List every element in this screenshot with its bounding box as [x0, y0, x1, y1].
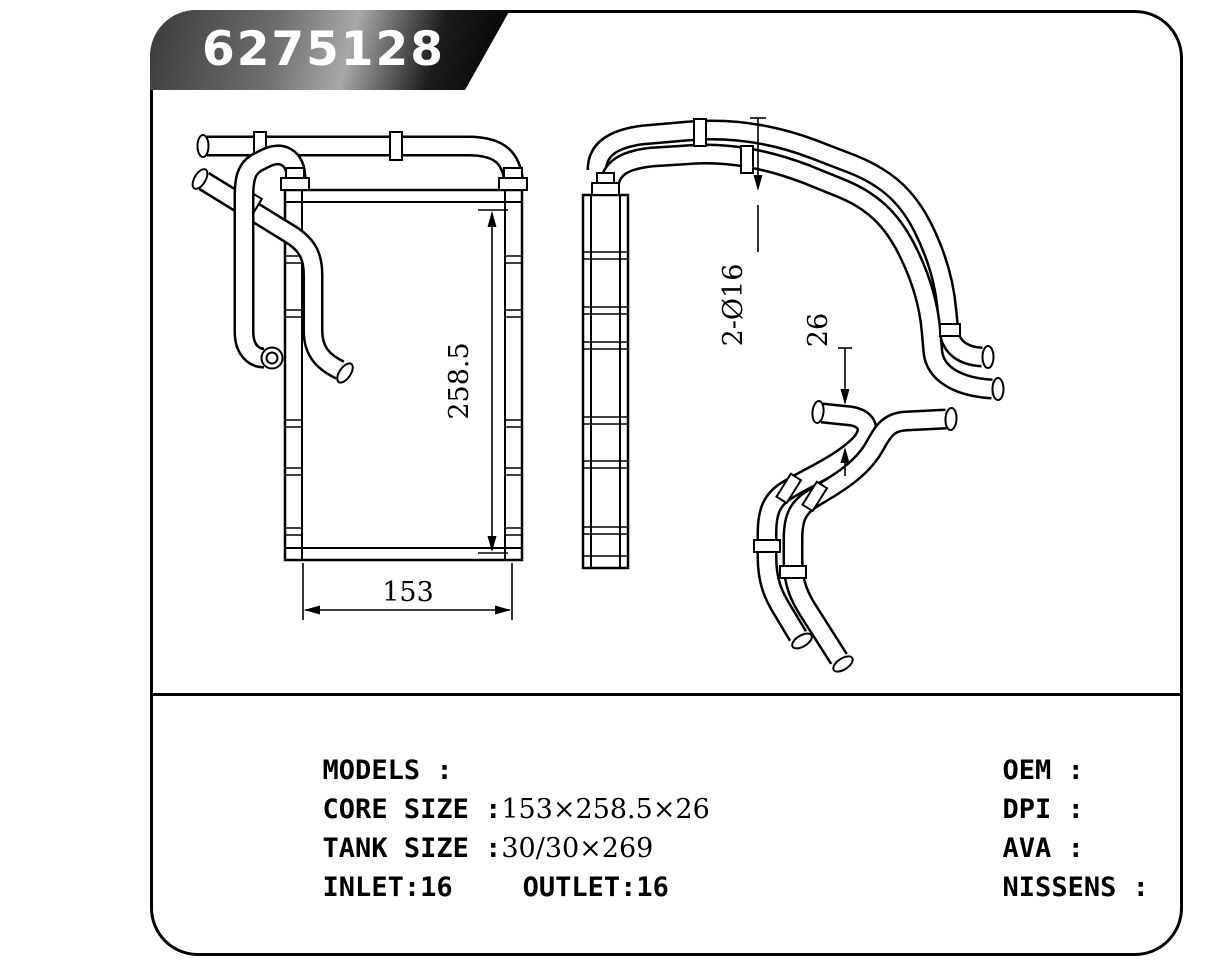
- spec-label: DPI :: [1002, 794, 1084, 825]
- border-frame: [150, 10, 1183, 956]
- spec-value: 153×258.5×26: [501, 794, 710, 825]
- spec-label: INLET:16: [322, 872, 453, 903]
- spec-value: 30/30×269: [501, 833, 654, 864]
- spec-label: MODELS :: [322, 755, 453, 786]
- dim-pipe-diameter: 2-Ø16: [718, 117, 766, 347]
- spec-label: AVA :: [1002, 833, 1084, 864]
- spec-row-models: MODELS :: [225, 724, 453, 817]
- spec-row-nissens: NISSENS :: [905, 841, 1149, 934]
- separator-line: [153, 693, 1180, 696]
- spec-value: OUTLET:16: [522, 872, 669, 903]
- spec-label: TANK SIZE :: [322, 833, 502, 864]
- spec-row-oem: OEM :: [905, 724, 1084, 817]
- spec-row-inlet-outlet: INLET:16 OUTLET:16: [225, 841, 669, 934]
- dim-core-width: 153: [302, 563, 513, 620]
- pipe-view-lower: [753, 400, 958, 673]
- part-number: 6275128: [202, 22, 445, 77]
- title-block: 6275128: [150, 10, 510, 90]
- spec-label: NISSENS :: [1002, 872, 1149, 903]
- spec-row-core-size: CORE SIZE :153×258.5×26: [225, 763, 710, 856]
- spec-label: OEM :: [1002, 755, 1084, 786]
- spec-row-ava: AVA :: [905, 802, 1084, 895]
- spec-row-tank-size: TANK SIZE :30/30×269: [225, 802, 654, 895]
- front-view-fittings: [280, 167, 528, 191]
- pipe-view-upper: [586, 118, 1005, 401]
- dim-pipe-diameter-label: 2-Ø16: [718, 264, 749, 347]
- front-view-core: [283, 188, 524, 562]
- dim-pipe-spacing: 26: [803, 313, 852, 476]
- spec-row-dpi: DPI :: [905, 763, 1084, 856]
- dim-core-width-label: 153: [382, 577, 434, 608]
- side-view: [581, 172, 630, 570]
- dim-pipe-spacing-label: 26: [803, 313, 834, 347]
- dim-core-height: 258.5: [444, 209, 508, 554]
- dim-core-height-label: 258.5: [444, 342, 475, 419]
- spec-label: CORE SIZE :: [322, 794, 502, 825]
